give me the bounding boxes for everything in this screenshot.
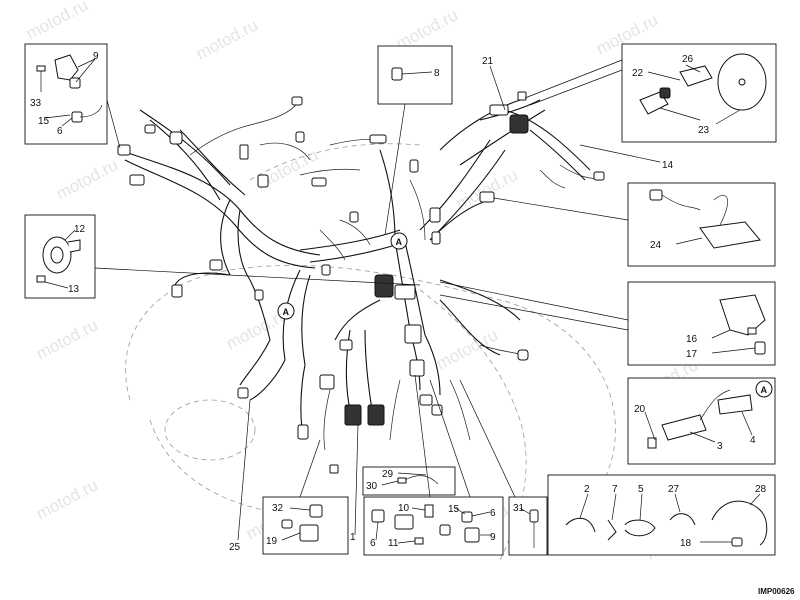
callout-label: 33 [30, 98, 42, 109]
callout-label: 32 [272, 503, 284, 514]
callout-label: 3 [717, 441, 723, 452]
watermark: motod.ru [193, 15, 261, 63]
callout-label: 16 [686, 334, 698, 345]
inset-connector-31 [459, 379, 548, 556]
callout-label: 23 [698, 125, 710, 136]
callout-labels: 9 33 15 6 8 21 26 22 23 14 12 13 24 16 1… [30, 51, 767, 553]
inset-horn [24, 214, 421, 299]
svg-text:A: A [761, 385, 768, 395]
svg-text:A: A [283, 307, 290, 317]
callout-label: 15 [38, 116, 50, 127]
inset-mounting-bracket [439, 281, 776, 366]
callout-label: 29 [382, 469, 394, 480]
callout-label: 9 [93, 51, 99, 62]
main-wiring-harness [119, 99, 601, 451]
watermark: motod.ru [53, 155, 121, 203]
watermark: motod.ru [453, 165, 521, 213]
inset-cable-clips [547, 474, 776, 556]
callout-label: 5 [638, 484, 644, 495]
callout-label: 21 [482, 56, 494, 67]
inset-fuse [377, 45, 453, 236]
callout-label: 20 [634, 404, 646, 415]
callout-label: 2 [584, 484, 590, 495]
callout-label: 27 [668, 484, 680, 495]
callout-label: 12 [74, 224, 86, 235]
callout-label: 6 [370, 538, 376, 549]
inset-oxygen-sensor [627, 377, 776, 465]
inset-voltage-regulator [493, 182, 776, 267]
callout-label: 11 [388, 538, 399, 549]
watermark: motod.ru [23, 0, 91, 44]
callout-label: 17 [686, 349, 698, 360]
callout-label: 22 [632, 68, 644, 79]
inset-speed-sensor [524, 43, 777, 143]
callout-label: 31 [513, 503, 525, 514]
callout-label: 8 [434, 68, 440, 79]
callout-label: 28 [755, 484, 767, 495]
callout-label: 15 [448, 504, 460, 515]
callout-label: 19 [266, 536, 278, 547]
callout-label: 25 [229, 542, 241, 553]
callout-label: 6 [490, 508, 496, 519]
inset-bracket-clips [24, 43, 108, 145]
callout-label: 7 [612, 484, 618, 495]
callout-label: 18 [680, 538, 692, 549]
callout-label: 30 [366, 481, 378, 492]
leader-lines [106, 65, 661, 541]
callout-label: 1 [350, 532, 356, 543]
detail-marker-a: A [755, 380, 773, 398]
watermark: motod.ru [433, 325, 501, 373]
harness-connectors [117, 91, 605, 474]
callout-label: 26 [682, 54, 694, 65]
callout-label: 24 [650, 240, 662, 251]
inset-ground-wire [362, 466, 456, 496]
drawing-code: IMP00626 [758, 587, 795, 596]
inset-fuse-box [363, 374, 504, 556]
watermark: motod.ru [33, 315, 101, 363]
callout-label: 9 [490, 532, 496, 543]
detail-marker-a: A [277, 302, 295, 320]
callout-label: 4 [750, 435, 756, 446]
inset-relay-holder [262, 439, 349, 555]
callout-label: 13 [68, 284, 80, 295]
detail-marker-a: A [390, 232, 408, 250]
svg-text:A: A [396, 237, 403, 247]
callout-label: 14 [662, 160, 674, 171]
callout-label: 10 [398, 503, 410, 514]
callout-label: 6 [57, 126, 63, 137]
watermark: motod.ru [33, 475, 101, 523]
